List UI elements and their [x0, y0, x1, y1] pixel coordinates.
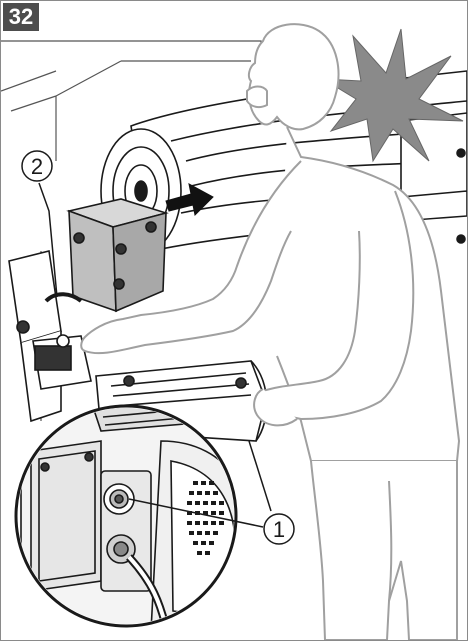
callout-1: 1 [264, 514, 294, 544]
callout-2-label: 2 [31, 154, 43, 179]
callout-1-label: 1 [273, 517, 285, 542]
bracket [69, 199, 166, 311]
callout-2: 2 [22, 151, 52, 181]
figure-number-badge: 32 [3, 3, 39, 31]
